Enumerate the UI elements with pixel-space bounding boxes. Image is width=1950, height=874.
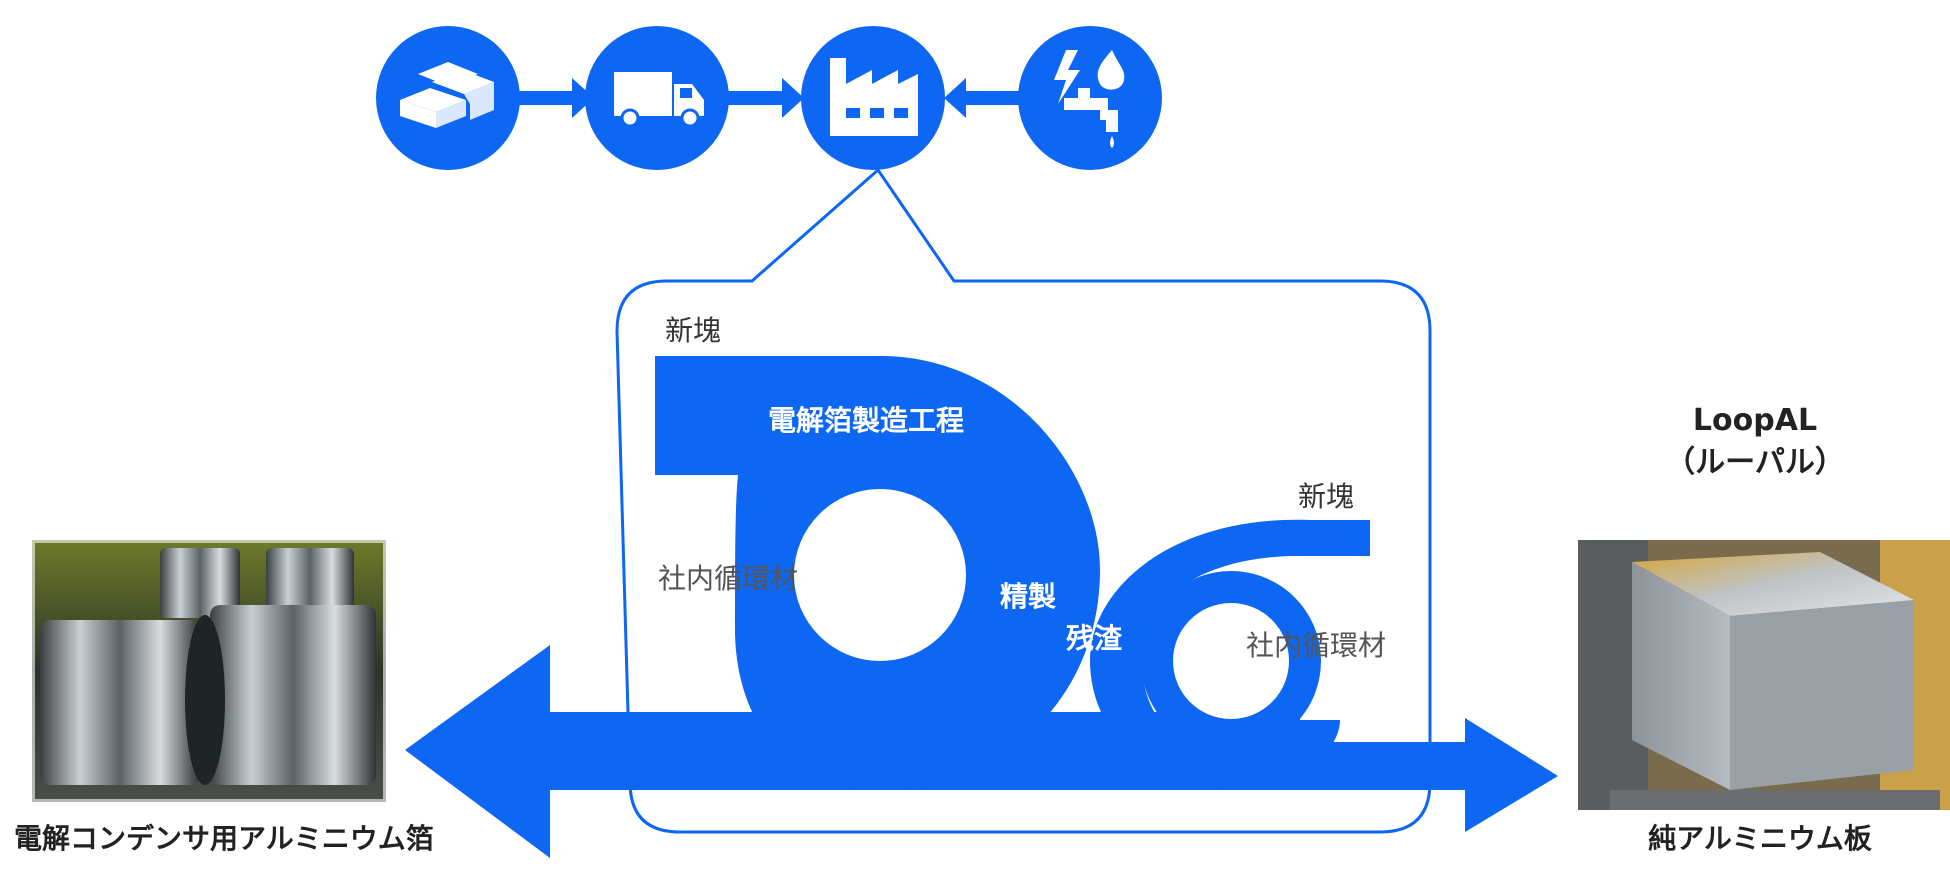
residue-label: 残渣 — [1066, 622, 1123, 655]
foil-coil-photo — [29, 537, 389, 805]
flow-arrows — [516, 78, 1022, 118]
refining-label: 精製 — [1000, 580, 1056, 613]
new-ingot-label-1: 新塊 — [665, 314, 721, 347]
internal-recycle-label-2: 社内循環材 — [1246, 629, 1386, 662]
aluminum-sheet-photo — [1578, 540, 1950, 810]
loopal-brand-kana: （ルーパル） — [1665, 445, 1845, 480]
factory-icon — [801, 26, 945, 170]
process-label: 電解箔製造工程 — [768, 404, 964, 437]
electrolytic-foil-loop — [655, 356, 1100, 790]
pure-aluminum-sheet-label: 純アルミニウム板 — [1648, 822, 1872, 855]
refining-loop — [1090, 519, 1370, 790]
process-callout-outline — [615, 167, 1432, 834]
internal-recycle-label-1: 社内循環材 — [658, 562, 798, 595]
foil-product-label: 電解コンデンサ用アルミニウム箔 — [14, 822, 434, 855]
loopal-brand: LoopAL — [1693, 403, 1817, 438]
truck-icon — [585, 26, 729, 170]
new-ingot-label-2: 新塊 — [1298, 480, 1354, 513]
energy-water-icon — [1018, 26, 1162, 170]
flow-icons — [376, 26, 1162, 170]
ingot-icon — [376, 26, 520, 170]
